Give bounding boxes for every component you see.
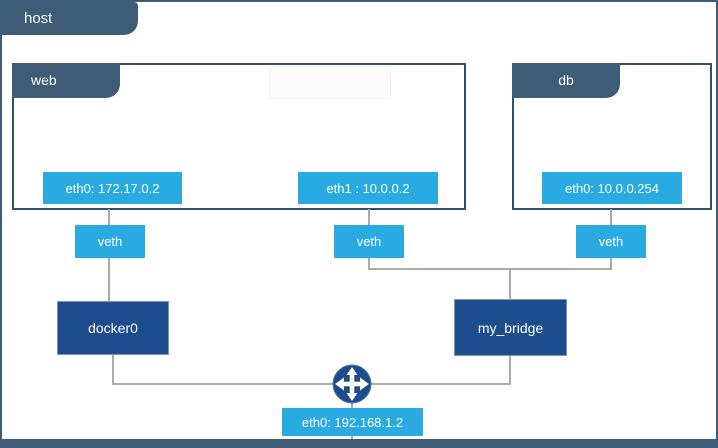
connector-veth-to-docker0 <box>108 258 110 301</box>
connector-veth3-down <box>610 258 612 270</box>
connector-mybridge-down <box>509 356 511 385</box>
web-eth1-chip: eth1 : 10.0.0.2 <box>298 172 438 204</box>
container-box-web <box>12 63 466 210</box>
bridge-my-bridge: my_bridge <box>454 299 567 356</box>
db-eth0-chip: eth0: 10.0.0.254 <box>542 172 682 204</box>
connector-docker0-to-router <box>112 383 334 385</box>
connector-docker0-down <box>112 355 114 385</box>
veth-chip-1: veth <box>75 225 145 258</box>
host-bottom-edge <box>2 439 716 446</box>
connector-join-to-mybridge <box>509 269 511 299</box>
container-tab-db: db <box>512 63 620 98</box>
connector-web-eth1-to-veth <box>368 209 370 225</box>
veth-chip-3: veth <box>576 225 646 258</box>
blank-patch <box>269 66 391 99</box>
bridge-docker0: docker0 <box>57 301 169 355</box>
connector-web-eth0-to-veth <box>108 209 110 225</box>
web-eth0-chip: eth0: 172.17.0.2 <box>43 172 182 204</box>
connector-router-to-mybridge <box>370 383 510 385</box>
host-tab-label: host <box>2 2 138 35</box>
connector-veth-join-bar <box>368 268 612 270</box>
router-icon <box>332 364 372 404</box>
connector-db-eth0-to-veth <box>610 209 612 225</box>
container-tab-web: web <box>12 63 120 98</box>
connector-router-to-hosteth <box>351 403 353 408</box>
veth-chip-2: veth <box>334 225 404 258</box>
host-eth0-chip: eth0: 192.168.1.2 <box>282 408 423 436</box>
connector-veth2-down <box>368 258 370 270</box>
